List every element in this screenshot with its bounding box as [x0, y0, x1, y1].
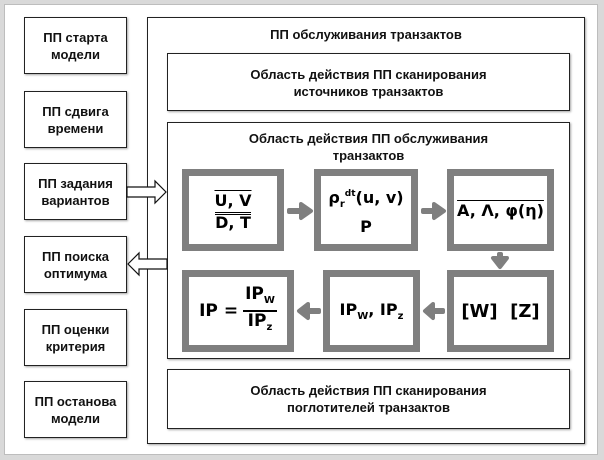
arrow-1-to-2	[287, 202, 313, 220]
arrow-3-to-4	[491, 252, 509, 269]
box-set-variants: ПП задания вариантов	[24, 163, 127, 220]
arrows-layer	[126, 179, 509, 320]
ip-lhs: IP =	[199, 301, 239, 321]
scan-absorbers-area: Область действия ПП сканирования поглоти…	[167, 369, 570, 429]
dt-label: D, T	[215, 211, 251, 232]
scan-sources-title: Область действия ПП сканирования источни…	[250, 67, 487, 99]
ip-fraction: IPW IPz	[243, 284, 277, 333]
a-lambda-phi-formula: A, Λ, φ(η)	[457, 200, 544, 220]
box-criterion-eval: ПП оценки критерия	[24, 309, 127, 366]
service-area-title: Область действия ПП обслуживания транзак…	[248, 131, 489, 163]
block-ip-ratio: IP = IPW IPz	[182, 270, 294, 352]
wz-label: [W] [Z]	[461, 300, 540, 322]
arrow-2-to-3	[421, 202, 446, 220]
diagram-canvas: ПП старта модели ПП сдвига времени ПП за…	[4, 4, 598, 455]
box-start-model: ПП старта модели	[24, 17, 127, 74]
arrow-service-to-search	[127, 251, 168, 277]
box-stop-model: ПП останова модели	[24, 381, 127, 438]
block-ipw-ipz: IPW, IPz	[323, 270, 420, 352]
box-time-shift: ПП сдвига времени	[24, 91, 127, 148]
rho-formula: ρrdt(u, v)	[328, 187, 404, 210]
arrow-5-to-6	[297, 302, 321, 320]
scan-absorbers-title: Область действия ПП сканирования поглоти…	[250, 383, 487, 415]
arrow-4-to-5	[423, 302, 445, 320]
arrow-variants-to-service	[126, 179, 167, 205]
block-rho: ρrdt(u, v) P	[314, 169, 418, 251]
block-a-lambda-phi: A, Λ, φ(η)	[447, 169, 554, 251]
box-optimum-search: ПП поиска оптимума	[24, 236, 127, 293]
service-region-title: ПП обслуживания транзактов	[270, 27, 462, 42]
uv-label: U, V	[214, 190, 252, 210]
p-label: P	[360, 216, 372, 236]
block-w-z: [W] [Z]	[447, 270, 554, 352]
ipw-ipz-label: IPW, IPz	[339, 300, 404, 322]
block-uv-dt: U, V D, T	[182, 169, 284, 251]
scan-sources-area: Область действия ПП сканирования источни…	[167, 53, 570, 111]
